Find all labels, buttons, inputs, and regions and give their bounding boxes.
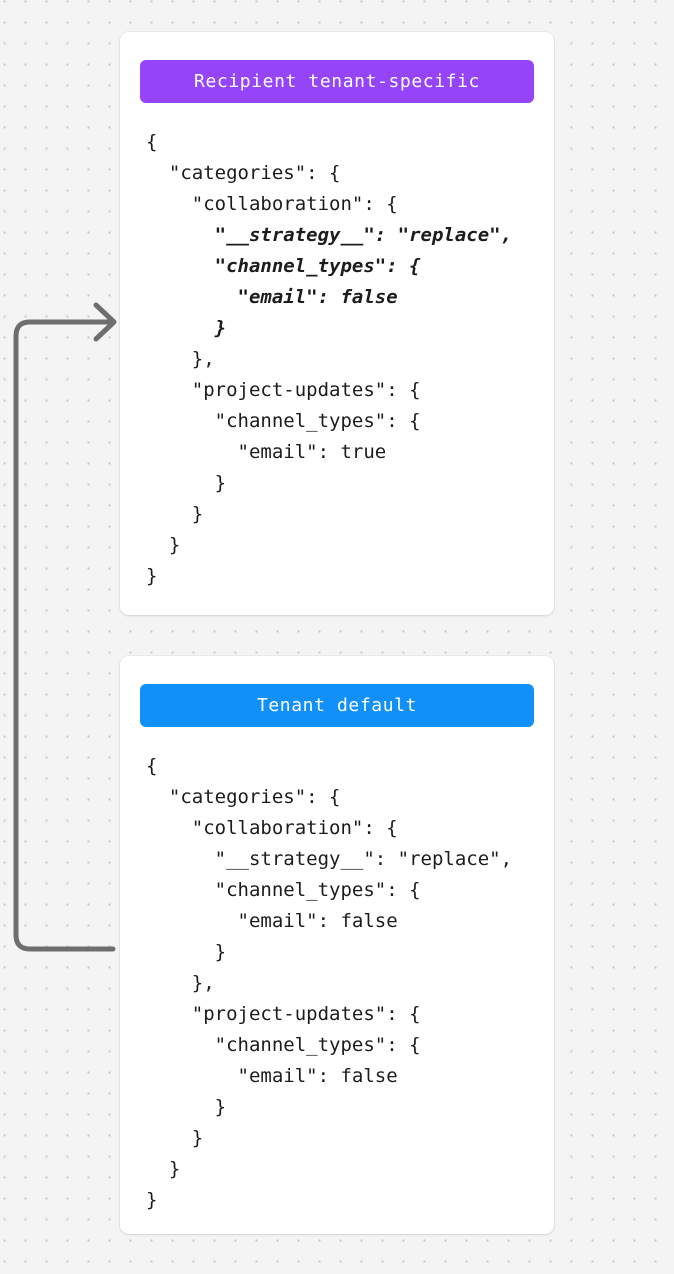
code-line: }, [146, 972, 215, 994]
code-line: }, [146, 348, 215, 370]
code-line: } [146, 1127, 204, 1149]
code-line: "collaboration": { [146, 193, 398, 215]
code-line-highlighted: "__strategy__": "replace", [146, 224, 513, 246]
code-line: } [146, 565, 158, 587]
card-title-badge-recipient: Recipient tenant-specific [140, 60, 534, 103]
code-line-highlighted: "channel_types": { [146, 255, 421, 277]
code-line-highlighted: "email": false [146, 286, 398, 308]
card-title-badge-tenant-default: Tenant default [140, 684, 534, 727]
code-line: "email": false [146, 1065, 398, 1087]
code-line: "channel_types": { [146, 1034, 421, 1056]
code-line: "email": false [146, 910, 398, 932]
code-line: "project-updates": { [146, 379, 421, 401]
code-line: } [146, 941, 227, 963]
card-tenant-default: Tenant default { "categories": { "collab… [120, 656, 554, 1234]
code-line: { [146, 131, 158, 153]
code-line: "categories": { [146, 162, 341, 184]
code-line: "categories": { [146, 786, 341, 808]
code-line: "email": true [146, 441, 387, 463]
code-line: } [146, 534, 181, 556]
code-line-highlighted: } [146, 317, 227, 339]
code-line: "collaboration": { [146, 817, 398, 839]
code-line: } [146, 1096, 227, 1118]
code-line: } [146, 1158, 181, 1180]
code-block-tenant-default: { "categories": { "collaboration": { "__… [140, 751, 534, 1216]
code-line: "project-updates": { [146, 1003, 421, 1025]
code-line: "channel_types": { [146, 879, 421, 901]
code-line: } [146, 1189, 158, 1211]
code-line: { [146, 755, 158, 777]
code-line: } [146, 503, 204, 525]
code-line: "__strategy__": "replace", [146, 848, 513, 870]
code-block-recipient: { "categories": { "collaboration": { "__… [140, 127, 534, 592]
code-line: } [146, 472, 227, 494]
card-recipient-tenant-specific: Recipient tenant-specific { "categories"… [120, 32, 554, 615]
code-line: "channel_types": { [146, 410, 421, 432]
